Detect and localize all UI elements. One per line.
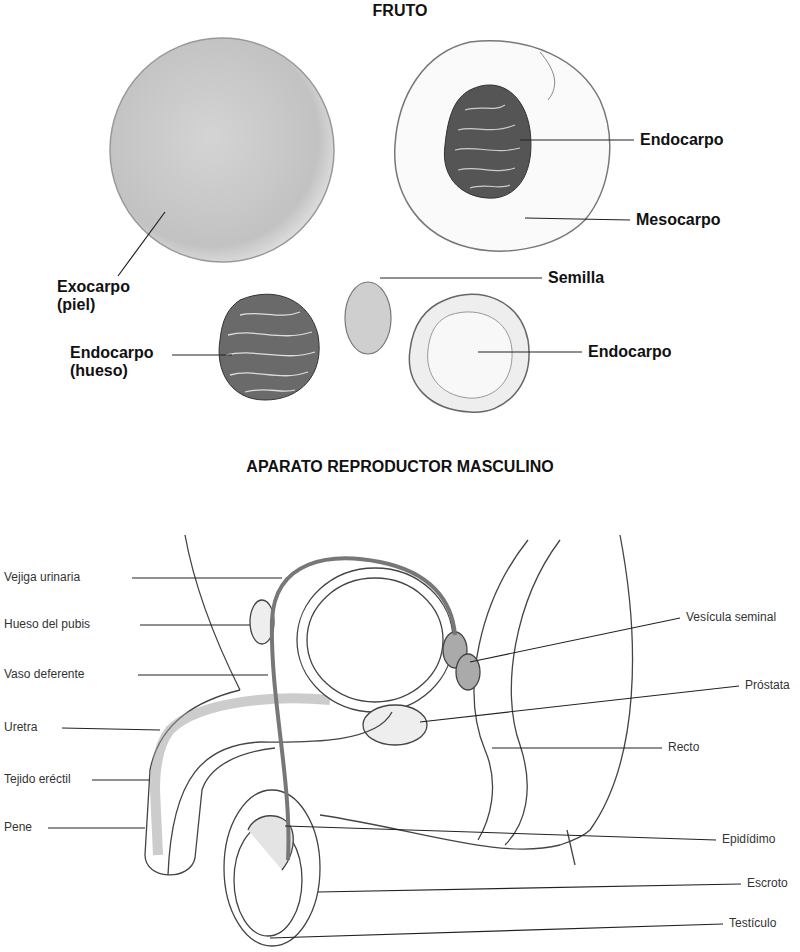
part-label: Recto xyxy=(668,741,699,755)
part-label: Endocarpo xyxy=(588,343,672,361)
leader-line xyxy=(420,686,739,722)
seed xyxy=(345,282,391,354)
rectum xyxy=(474,540,528,840)
vas-deferens xyxy=(272,558,455,860)
part-label: Próstata xyxy=(745,679,790,693)
bladder xyxy=(297,568,453,712)
fruit-notch xyxy=(540,52,555,100)
part-label: Endocarpo (hueso) xyxy=(70,344,168,381)
pit-line xyxy=(458,168,515,171)
pit-line xyxy=(458,125,515,130)
leader-line xyxy=(492,747,662,748)
leader-line xyxy=(140,624,250,625)
pit-line xyxy=(470,185,510,188)
part-label: Uretra xyxy=(4,721,37,735)
pit-line xyxy=(230,372,308,376)
leader-line xyxy=(270,924,723,938)
part-label: Epidídimo xyxy=(722,833,775,847)
body-outline xyxy=(185,535,240,690)
pit-line xyxy=(226,352,315,356)
part-label: Testículo xyxy=(729,917,776,931)
pit-line xyxy=(465,105,505,110)
pit-line xyxy=(455,148,520,151)
leader-line xyxy=(172,354,232,355)
whole-fruit xyxy=(110,38,334,262)
body-outline xyxy=(590,535,632,830)
part-label: Vejiga urinaria xyxy=(4,571,80,585)
part-label: Tejido eréctil xyxy=(4,773,71,787)
leader-line xyxy=(285,826,716,840)
pit-line xyxy=(240,312,300,315)
part-label: Semilla xyxy=(548,269,604,287)
scrotum xyxy=(224,790,320,946)
leader-lines xyxy=(118,140,634,355)
leader-line xyxy=(132,577,282,578)
pit-line xyxy=(228,332,312,336)
pit xyxy=(219,294,319,400)
anatomy xyxy=(145,535,632,946)
leader-line xyxy=(118,212,165,276)
part-label: Pene xyxy=(4,821,32,835)
pit-in-fruit xyxy=(444,85,531,198)
leader-line xyxy=(525,218,630,220)
leader-line xyxy=(520,139,634,140)
leader-line xyxy=(478,351,582,352)
leader-line xyxy=(62,728,160,730)
bladder-wall xyxy=(307,578,443,702)
leader-line xyxy=(318,884,741,892)
part-label: Hueso del pubis xyxy=(4,618,90,632)
pit-line xyxy=(245,390,295,392)
part-label: Escroto xyxy=(747,877,788,891)
pit-texture xyxy=(455,105,520,188)
leader-line xyxy=(92,779,150,780)
rectum xyxy=(505,540,560,845)
part-label: Vaso deferente xyxy=(4,668,85,682)
part-label: Vesícula seminal xyxy=(686,611,776,625)
part-label: Exocarpo (piel) xyxy=(57,278,139,315)
leader-line xyxy=(470,618,680,662)
section-heading: APARATO REPRODUCTOR MASCULINO xyxy=(246,458,553,476)
prostate xyxy=(363,705,427,745)
leader-line xyxy=(380,277,542,278)
leader-line xyxy=(138,674,268,675)
pit-texture xyxy=(226,312,315,392)
part-label: Endocarpo xyxy=(640,131,724,149)
leader-line xyxy=(48,827,145,828)
open-pit xyxy=(409,294,529,412)
seminal-vesicle xyxy=(456,654,480,690)
leader-lines xyxy=(48,578,741,938)
part-label: Mesocarpo xyxy=(636,211,720,229)
section-heading: FRUTO xyxy=(373,2,428,20)
pit-cavity xyxy=(428,312,512,398)
